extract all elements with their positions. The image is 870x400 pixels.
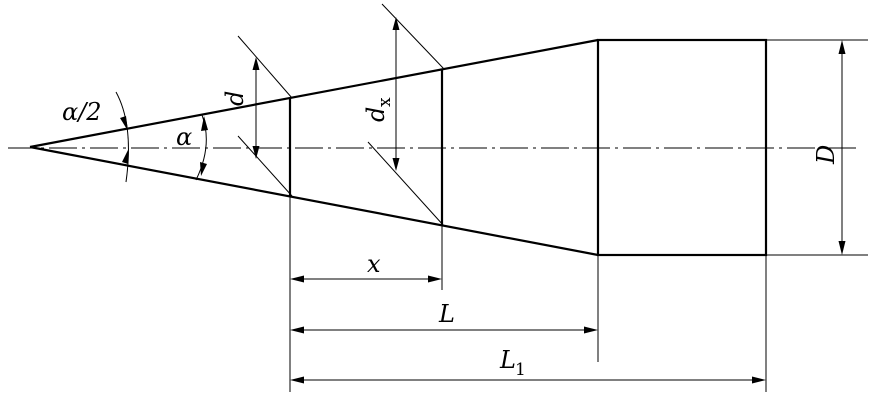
dx-label-main: d [362, 107, 390, 122]
half-angle-label: α/2 [62, 98, 102, 126]
d-arrow-bottom [252, 146, 260, 159]
x-arrow-right [428, 275, 442, 283]
dx-arrow-bottom [392, 158, 400, 171]
angle-arrow-top [201, 116, 208, 131]
cylinder-body [596, 38, 768, 257]
angle-arrow-bottom [200, 162, 207, 176]
d-arrow-top [252, 57, 260, 70]
angle-label: α [176, 123, 192, 151]
taper-lower-edge [29, 145, 599, 257]
dx-label: d x [362, 97, 395, 122]
dx-extension-lower [367, 141, 445, 227]
D-label: D [812, 145, 840, 165]
L-arrow-left [290, 326, 304, 334]
L1-label-sub: 1 [515, 360, 526, 380]
L1-arrow-right [752, 376, 766, 384]
half-angle-arrow-top [120, 116, 128, 131]
d-extension-lower [237, 135, 293, 197]
d-label: d [221, 91, 249, 106]
taper-upper-edge [29, 38, 599, 149]
x-label: x [367, 250, 381, 278]
L-label: L [438, 300, 455, 328]
D-arrow-bottom [838, 241, 846, 255]
d-extension-upper [237, 35, 293, 99]
dx-label-sub: x [375, 97, 395, 107]
L-arrow-right [584, 326, 598, 334]
L1-label: L 1 [499, 346, 526, 380]
dx-extension-upper [381, 3, 445, 70]
D-arrow-top [838, 40, 846, 54]
half-angle-arrow-bottom [122, 148, 129, 164]
dx-arrow-top [392, 17, 400, 30]
L1-label-main: L [499, 346, 516, 374]
L1-arrow-left [290, 376, 304, 384]
half-angle-arc [115, 91, 129, 183]
x-arrow-left [290, 275, 304, 283]
